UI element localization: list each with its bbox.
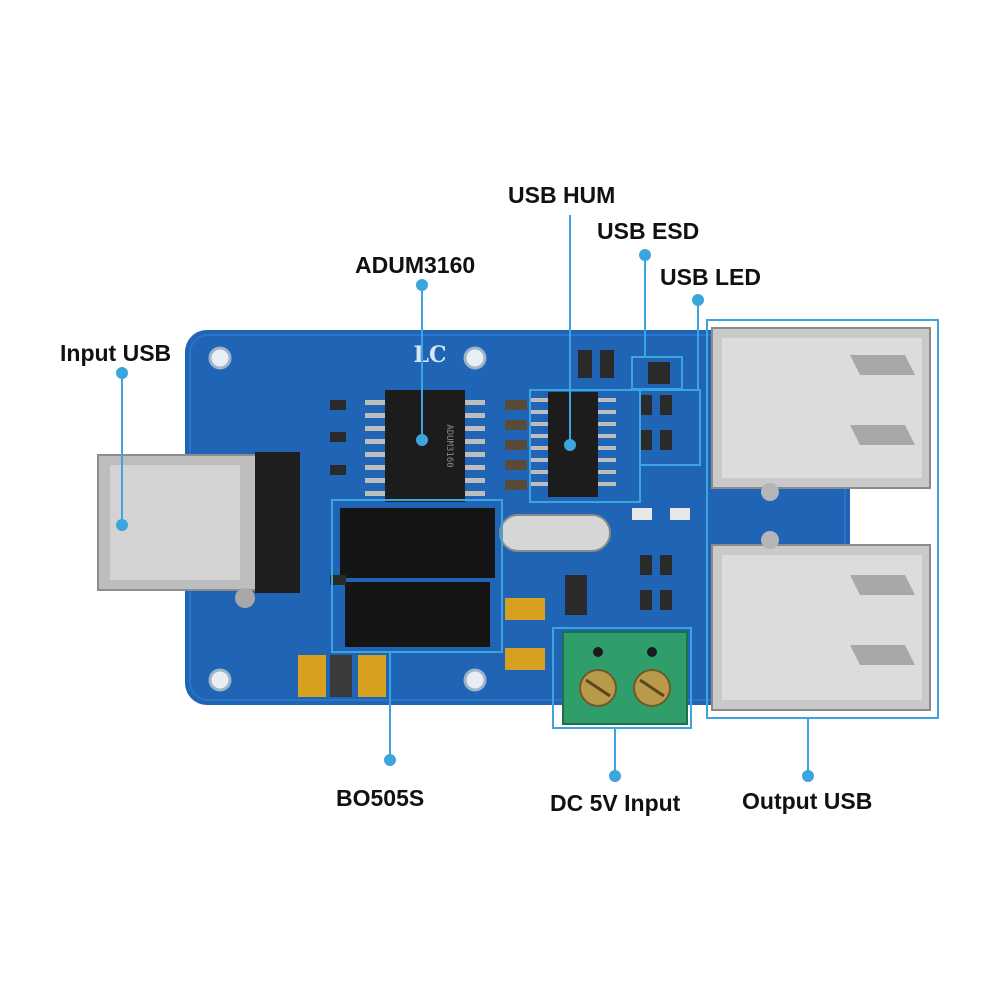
label-dc-5v-input: DC 5V Input bbox=[550, 790, 681, 816]
adum3160-chip: ADUM3160 bbox=[365, 390, 485, 502]
output-usb-ports bbox=[711, 327, 931, 711]
callout-lines bbox=[116, 215, 814, 782]
mounting-holes bbox=[208, 346, 487, 692]
input-usb-connector bbox=[97, 452, 300, 608]
bo505s-modules bbox=[340, 508, 495, 647]
label-usb-esd: USB ESD bbox=[597, 218, 700, 244]
dc-terminal-block bbox=[562, 631, 688, 725]
label-usb-hum: USB HUM bbox=[508, 182, 616, 208]
board-logo: LC bbox=[414, 342, 447, 368]
label-input-usb: Input USB bbox=[60, 340, 172, 366]
callout-boxes bbox=[331, 319, 939, 729]
crystal-oscillator bbox=[499, 514, 611, 552]
label-output-usb: Output USB bbox=[742, 788, 873, 814]
chip-marking: ADUM3160 bbox=[444, 424, 454, 467]
label-usb-led: USB LED bbox=[660, 264, 761, 290]
label-adum3160: ADUM3160 bbox=[355, 252, 476, 278]
label-bo505s: BO505S bbox=[336, 785, 425, 811]
smd-components bbox=[298, 350, 690, 697]
